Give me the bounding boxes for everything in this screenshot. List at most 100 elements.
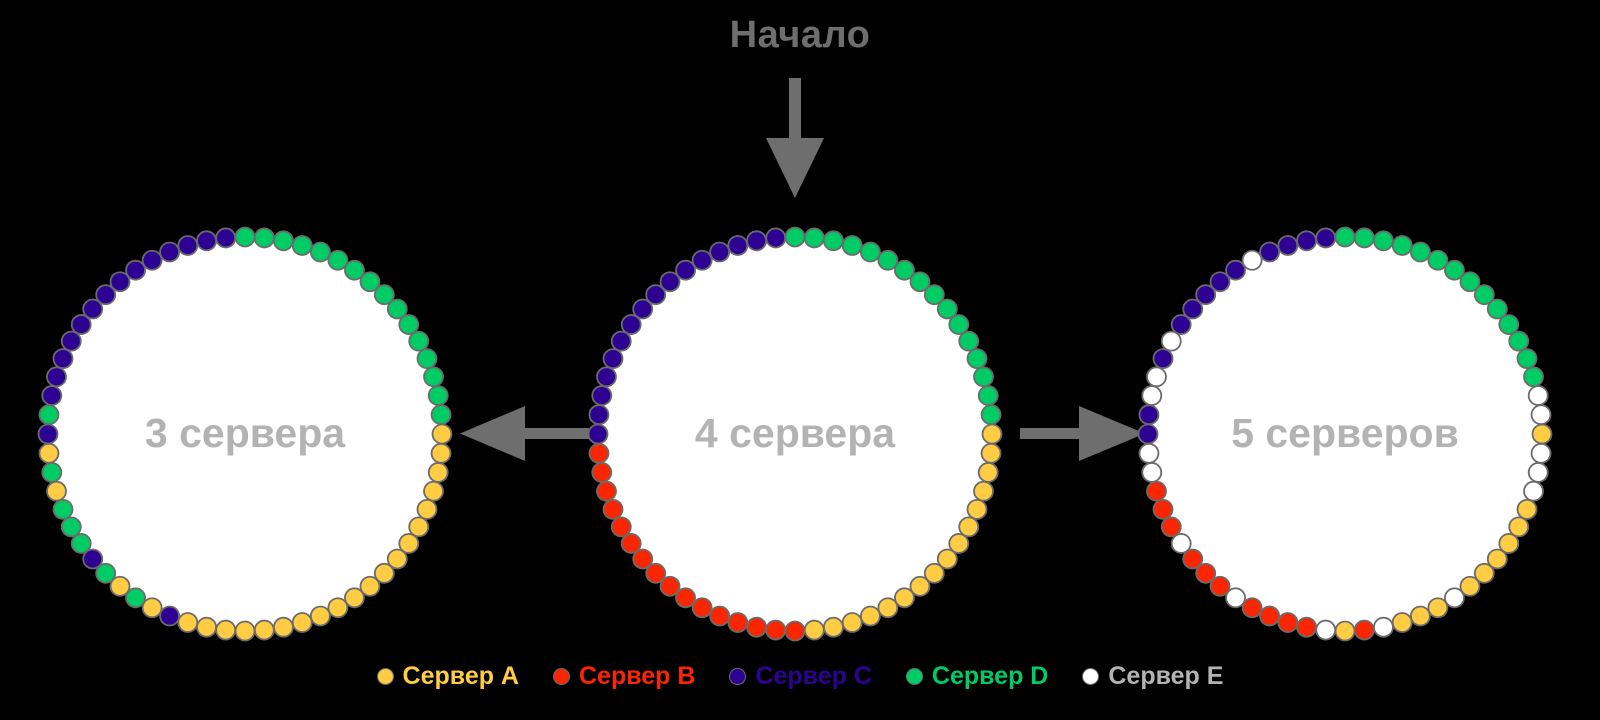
ring-node-b: [675, 587, 696, 609]
ring-3-servers-caption: 3 сервера: [145, 410, 346, 456]
ring-node-a: [1486, 548, 1508, 570]
legend-item-d[interactable]: Сервер D: [905, 662, 1049, 691]
arrow-start: [766, 78, 824, 198]
ring-node-c: [159, 241, 181, 263]
ring-node-a: [309, 605, 331, 627]
ring-node-c: [82, 298, 104, 320]
ring-node-c: [1137, 423, 1159, 445]
ring-node-c: [709, 241, 731, 263]
arrow-to-5-shaft: [1020, 428, 1084, 439]
ring-node-a: [359, 575, 381, 597]
ring-node-c: [1259, 241, 1281, 263]
ring-node-c: [159, 605, 181, 627]
ring-node-b: [588, 442, 610, 464]
legend-label: Сервер E: [1108, 662, 1224, 690]
legend-item-b[interactable]: Сервер B: [553, 662, 695, 691]
ring-node-d: [948, 314, 970, 335]
ring-node-d: [1334, 226, 1356, 248]
ring-node-a: [234, 620, 256, 642]
ring-node-a: [427, 462, 449, 483]
ring-node-e: [1315, 619, 1337, 641]
ring-node-c: [177, 235, 199, 256]
ring-node-b: [610, 516, 632, 538]
ring-node-d: [1516, 348, 1538, 370]
ring-node-c: [659, 271, 681, 293]
ring-node-c: [41, 385, 63, 406]
ring-node-a: [344, 587, 365, 609]
ring-node-b: [746, 616, 767, 638]
ring-5-servers-caption: 5 серверов: [1231, 410, 1459, 456]
ring-node-a: [1516, 498, 1538, 520]
legend-item-e[interactable]: Сервер E: [1082, 662, 1223, 691]
ring-node-e: [1530, 404, 1552, 426]
ring-node-a: [109, 575, 131, 597]
ring-node-a: [981, 423, 1003, 445]
ring-node-d: [359, 271, 381, 293]
ring-node-a: [1508, 516, 1530, 538]
arrow-start-shaft: [789, 78, 801, 140]
arrow-to-5-head: [1079, 406, 1145, 461]
ring-node-a: [1473, 562, 1495, 584]
ring-node-a: [973, 480, 994, 502]
ring-node-c: [196, 230, 217, 252]
ring-node-d: [408, 330, 430, 352]
ring-node-a: [1409, 605, 1431, 627]
ring-node-a: [1334, 620, 1356, 642]
ring-node-a: [980, 442, 1002, 464]
ring-node-d: [344, 259, 365, 281]
ring-node-a: [1459, 575, 1481, 597]
ring-node-a: [948, 533, 970, 554]
ring-node-c: [1195, 284, 1217, 306]
ring-node-d: [291, 235, 313, 256]
ring-node-e: [1146, 366, 1167, 388]
ring-node-c: [675, 259, 696, 281]
ring-node-b: [727, 612, 749, 633]
ring-node-d: [966, 348, 988, 370]
ring-node-c: [70, 314, 92, 335]
ring-node-d: [1508, 330, 1530, 352]
ring-node-a: [423, 480, 444, 502]
ring-node-d: [1473, 284, 1495, 306]
ring-node-a: [877, 597, 899, 619]
ring-node-a: [273, 616, 294, 638]
ring-node-c: [52, 348, 74, 370]
ring-node-a: [141, 597, 163, 619]
ring-node-d: [859, 241, 881, 263]
ring-node-e: [1523, 480, 1544, 502]
legend-item-c[interactable]: Сервер C: [729, 662, 872, 691]
ring-disc: [48, 237, 442, 631]
ring-node-c: [1209, 271, 1231, 293]
ring-node-b: [1241, 597, 1263, 619]
legend-swatch-icon: [553, 668, 570, 685]
legend-label: Сервер D: [931, 662, 1049, 690]
ring-node-c: [109, 271, 131, 293]
ring-node-b: [632, 548, 654, 570]
legend-item-a[interactable]: Сервер A: [376, 662, 519, 691]
ring-node-b: [784, 620, 806, 642]
legend-swatch-icon: [376, 668, 394, 685]
ring-node-a: [386, 548, 408, 570]
ring-node-c: [691, 249, 713, 271]
ring-node-d: [309, 241, 331, 263]
ring-node-a: [177, 612, 199, 633]
ring-node-e: [1141, 385, 1163, 406]
ring-node-d: [423, 366, 444, 388]
ring-node-c: [37, 423, 59, 445]
ring-node-d: [803, 227, 825, 249]
ring-node-d: [823, 230, 844, 252]
ring-node-a: [823, 616, 844, 638]
legend-label: Сервер C: [755, 662, 872, 690]
ring-node-d: [70, 533, 92, 554]
ring-node-d: [1486, 298, 1508, 320]
ring-node-d: [373, 284, 395, 306]
ring-node-c: [645, 284, 667, 306]
ring-node-a: [1391, 612, 1413, 633]
ring-node-c: [82, 548, 104, 570]
ring-node-a: [803, 619, 825, 641]
ring-node-b: [1182, 548, 1204, 570]
ring-node-e: [1530, 442, 1552, 464]
ring-node-d: [427, 385, 449, 406]
